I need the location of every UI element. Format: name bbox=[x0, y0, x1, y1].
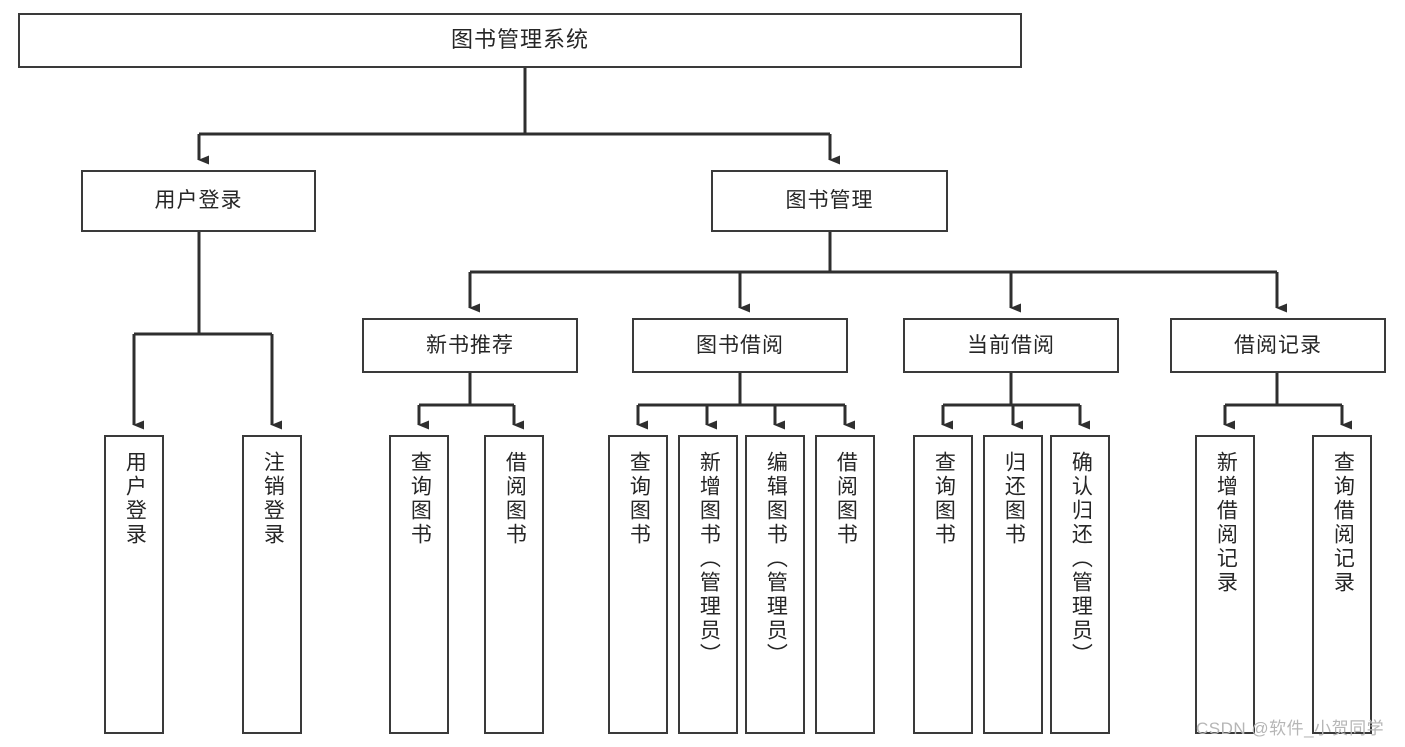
node-book-borrow[interactable]: 图书借阅 bbox=[632, 318, 848, 373]
node-leaf-logout-login-label: 注销登录 bbox=[261, 451, 285, 547]
node-leaf-borrow-book-1[interactable]: 借阅图书 bbox=[484, 435, 544, 734]
node-leaf-borrow-book-1-label: 借阅图书 bbox=[503, 451, 527, 547]
node-root[interactable]: 图书管理系统 bbox=[18, 13, 1022, 68]
node-leaf-return-book[interactable]: 归还图书 bbox=[983, 435, 1043, 734]
node-book-manage-label: 图书管理 bbox=[785, 189, 874, 213]
node-leaf-query-book-3-label: 查询图书 bbox=[932, 451, 956, 547]
node-leaf-borrow-book-2[interactable]: 借阅图书 bbox=[815, 435, 875, 734]
node-root-label: 图书管理系统 bbox=[450, 27, 589, 53]
watermark: CSDN @软件_小贺同学 bbox=[1196, 719, 1385, 738]
node-leaf-confirm-return-label: 确认归还（管理员） bbox=[1069, 451, 1093, 667]
node-book-borrow-label: 图书借阅 bbox=[696, 333, 784, 357]
node-leaf-query-book-1[interactable]: 查询图书 bbox=[389, 435, 449, 734]
node-user-login[interactable]: 用户登录 bbox=[81, 170, 316, 232]
node-borrow-record[interactable]: 借阅记录 bbox=[1170, 318, 1386, 373]
node-leaf-query-book-3[interactable]: 查询图书 bbox=[913, 435, 973, 734]
node-user-login-label: 用户登录 bbox=[154, 189, 243, 213]
node-book-manage[interactable]: 图书管理 bbox=[711, 170, 948, 232]
node-leaf-borrow-book-2-label: 借阅图书 bbox=[834, 451, 858, 547]
node-current-borrow-label: 当前借阅 bbox=[967, 333, 1055, 357]
node-leaf-return-book-label: 归还图书 bbox=[1002, 451, 1026, 547]
node-leaf-logout-login[interactable]: 注销登录 bbox=[242, 435, 302, 734]
node-borrow-record-label: 借阅记录 bbox=[1234, 333, 1322, 357]
node-leaf-query-record[interactable]: 查询借阅记录 bbox=[1312, 435, 1372, 734]
node-leaf-add-record-label: 新增借阅记录 bbox=[1214, 451, 1238, 595]
node-current-borrow[interactable]: 当前借阅 bbox=[903, 318, 1119, 373]
node-leaf-query-book-2[interactable]: 查询图书 bbox=[608, 435, 668, 734]
node-leaf-edit-book-label: 编辑图书（管理员） bbox=[764, 451, 788, 667]
node-new-book-rec[interactable]: 新书推荐 bbox=[362, 318, 578, 373]
node-leaf-query-book-2-label: 查询图书 bbox=[627, 451, 651, 547]
node-leaf-add-book-label: 新增图书（管理员） bbox=[697, 451, 721, 667]
node-new-book-rec-label: 新书推荐 bbox=[426, 333, 514, 357]
node-leaf-edit-book[interactable]: 编辑图书（管理员） bbox=[745, 435, 805, 734]
node-leaf-query-book-1-label: 查询图书 bbox=[408, 451, 432, 547]
node-leaf-user-login-label: 用户登录 bbox=[123, 451, 147, 547]
node-leaf-user-login[interactable]: 用户登录 bbox=[104, 435, 164, 734]
node-leaf-add-record[interactable]: 新增借阅记录 bbox=[1195, 435, 1255, 734]
node-leaf-query-record-label: 查询借阅记录 bbox=[1331, 451, 1355, 595]
node-leaf-add-book[interactable]: 新增图书（管理员） bbox=[678, 435, 738, 734]
node-leaf-confirm-return[interactable]: 确认归还（管理员） bbox=[1050, 435, 1110, 734]
